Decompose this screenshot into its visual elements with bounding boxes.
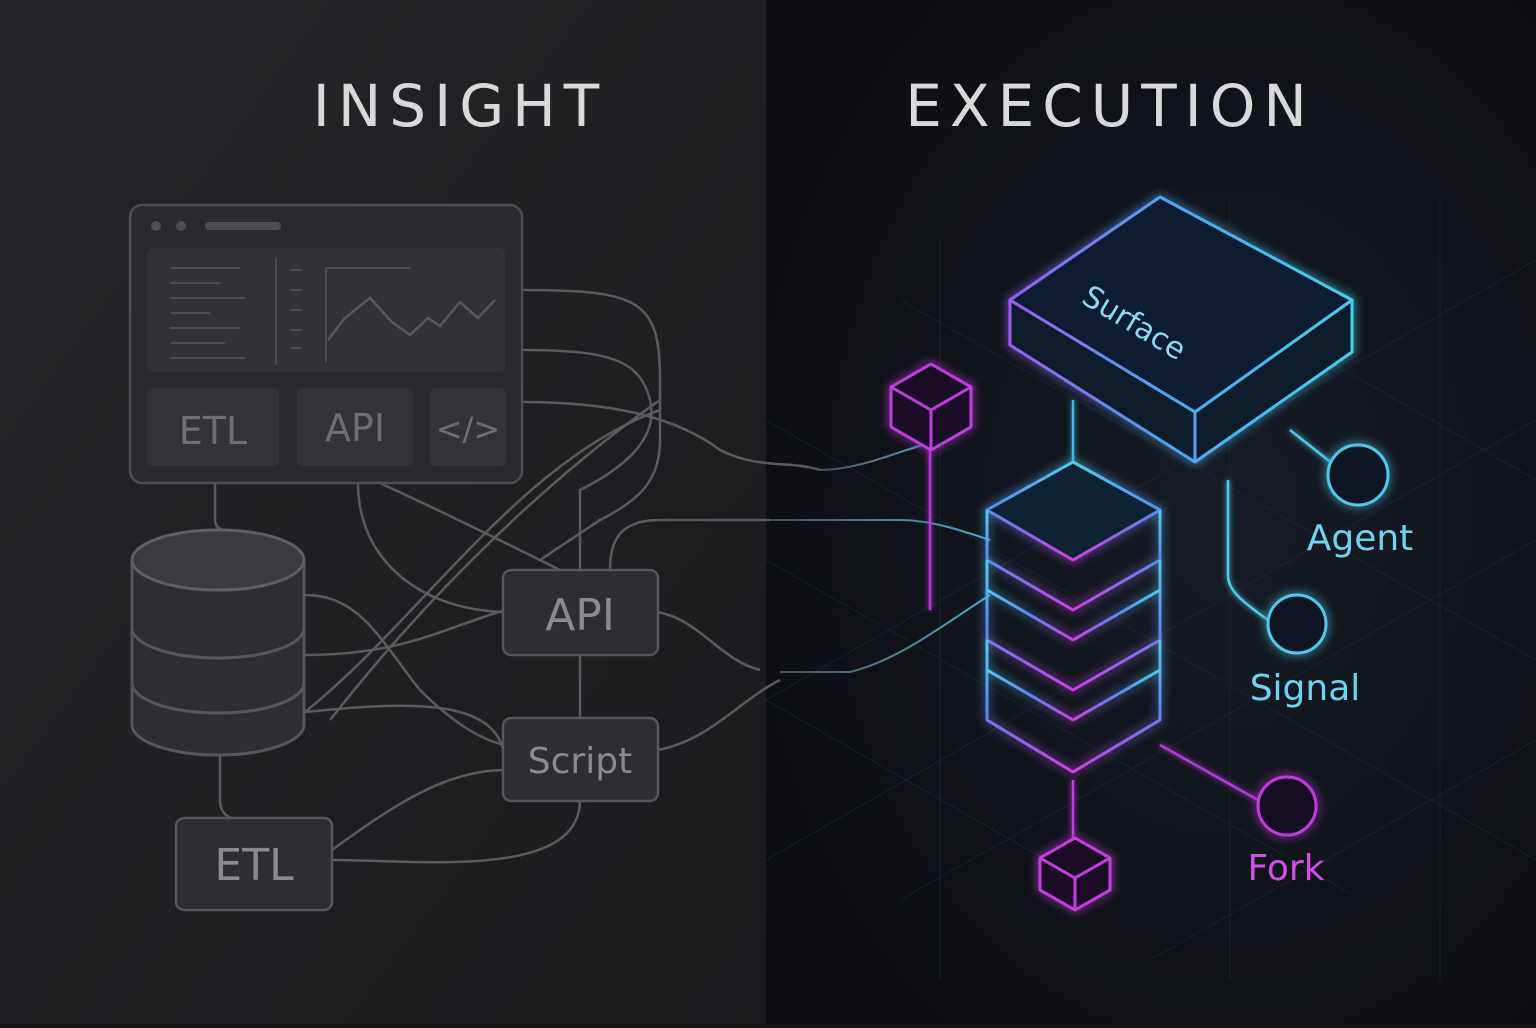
etl-node: ETL bbox=[174, 816, 334, 912]
dashboard-etl-tile bbox=[147, 388, 279, 466]
api-node-label: API bbox=[545, 590, 615, 641]
window-dot-icon bbox=[151, 221, 161, 231]
script-node: Script bbox=[501, 716, 660, 803]
dashboard-etl-label: ETL bbox=[179, 409, 247, 453]
dashboard-api-label: API bbox=[325, 406, 385, 450]
dashboard-text-lines bbox=[170, 258, 410, 365]
cube-icon bbox=[1038, 836, 1112, 912]
dashboard-line-chart bbox=[327, 296, 496, 341]
execution-title: EXECUTION bbox=[905, 72, 1315, 140]
dashboard-code-tile bbox=[430, 388, 506, 466]
cube-icon bbox=[889, 362, 973, 452]
fork-label: Fork bbox=[1247, 848, 1324, 889]
execution-grid bbox=[765, 200, 1536, 980]
database-icon bbox=[130, 528, 306, 757]
insight-panel-background bbox=[0, 0, 766, 1024]
etl-node-label: ETL bbox=[214, 840, 294, 891]
dashboard-api-tile bbox=[297, 388, 413, 466]
insight-connections bbox=[213, 288, 821, 864]
signal-node-icon bbox=[1266, 593, 1328, 655]
code-icon: </> bbox=[436, 410, 500, 448]
signal-label: Signal bbox=[1250, 668, 1361, 709]
window-dot-icon bbox=[176, 221, 186, 231]
agent-label: Agent bbox=[1307, 518, 1414, 559]
insight-title: INSIGHT bbox=[312, 72, 608, 140]
execution-stack bbox=[985, 460, 1162, 774]
fork-node-icon bbox=[1256, 775, 1318, 837]
script-node-label: Script bbox=[528, 741, 632, 782]
dashboard-window: ETL API </> bbox=[128, 203, 524, 485]
window-title-bar bbox=[205, 222, 281, 230]
agent-node-icon bbox=[1326, 443, 1390, 507]
surface-platform bbox=[1008, 195, 1354, 464]
api-node: API bbox=[501, 568, 660, 657]
